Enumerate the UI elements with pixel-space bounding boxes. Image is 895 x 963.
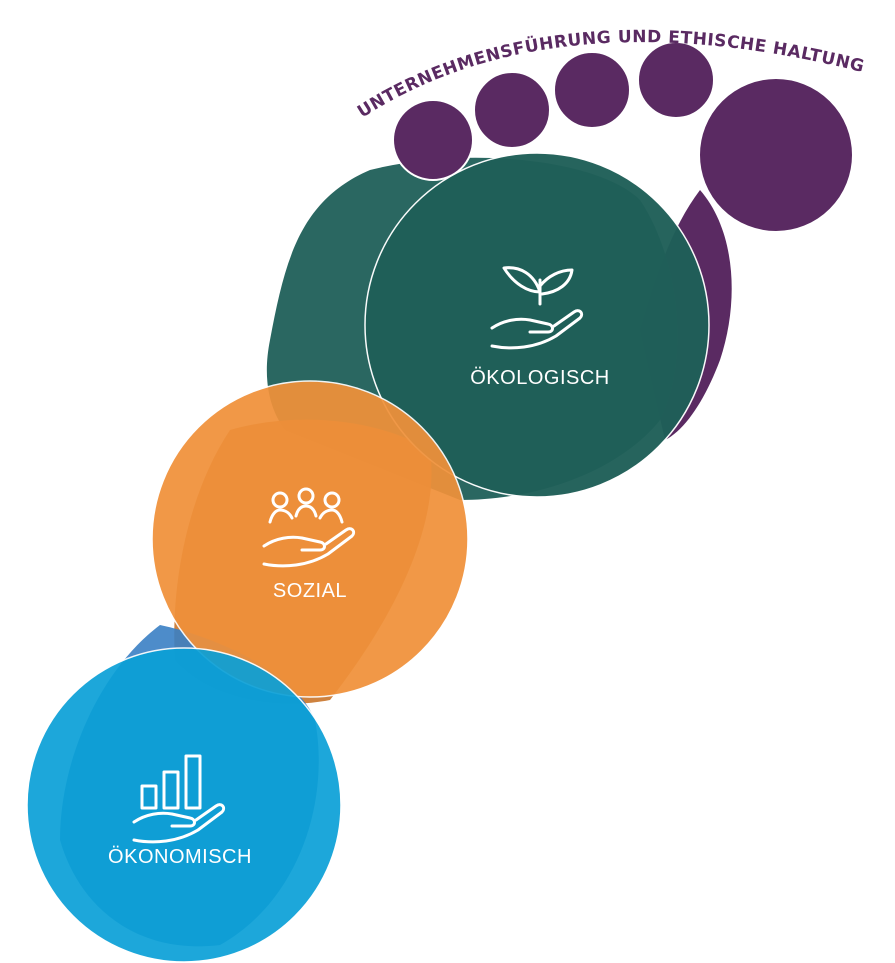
pillar-economic: ÖKONOMISCH [26,647,342,963]
ecological-label: ÖKOLOGISCH [470,367,609,389]
economic-label: ÖKONOMISCH [108,846,252,868]
economic-circle [26,647,342,963]
ecological-circle [364,152,710,498]
toe-1 [392,99,474,181]
people-in-hand-icon [262,487,356,568]
toe-2 [473,71,551,149]
toe-big [698,77,854,233]
pillar-social: SOZIAL [151,380,469,698]
social-label: SOZIAL [273,580,347,602]
toe-circles [392,41,854,233]
pillar-ecological: ÖKOLOGISCH [364,152,710,498]
toe-4 [637,41,715,119]
bar-chart-in-hand-icon [132,754,226,844]
plant-in-hand-icon [490,266,584,350]
toe-3 [553,51,631,129]
